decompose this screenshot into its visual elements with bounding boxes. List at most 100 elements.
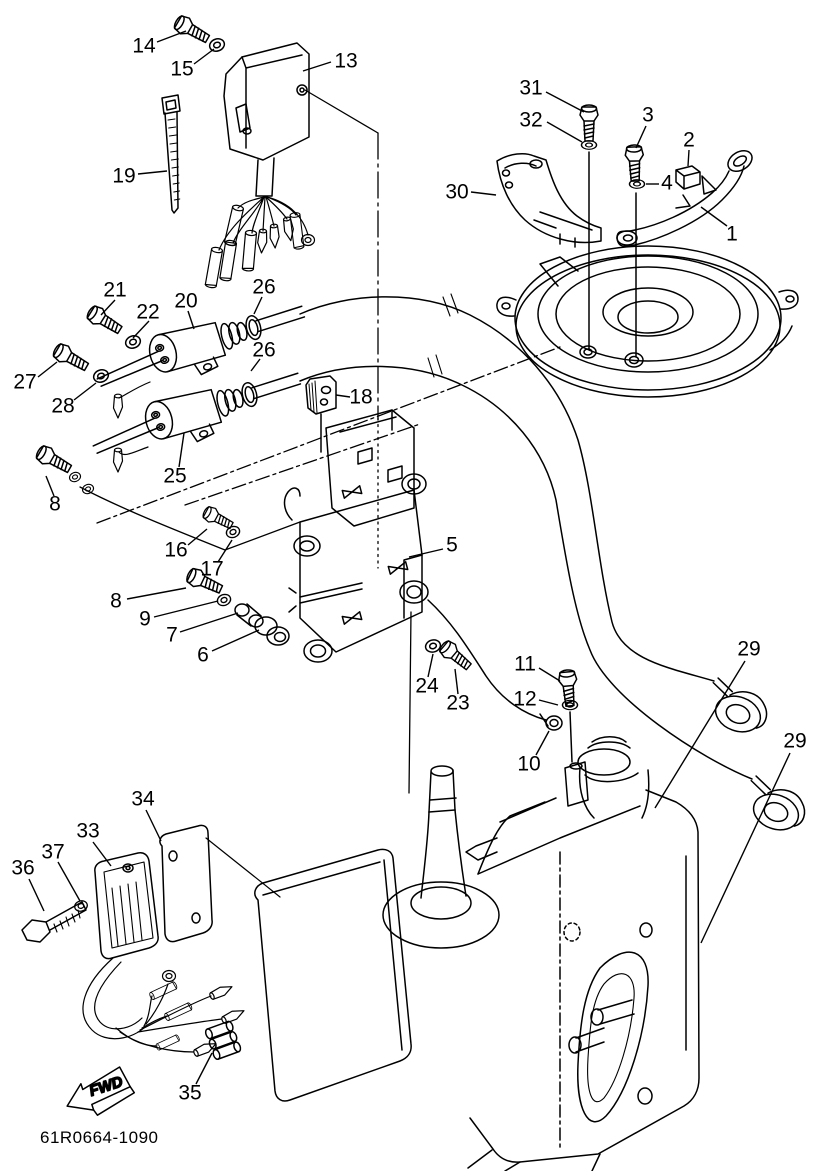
callout-29-34: 29 xyxy=(783,730,806,753)
rectifier-harness xyxy=(82,957,247,1059)
strap-bracket-1 xyxy=(616,149,753,248)
callout-8-23: 8 xyxy=(49,493,61,516)
reference-lines xyxy=(96,89,561,794)
leader-line-17-22 xyxy=(217,539,233,563)
leader-line-21-11 xyxy=(100,299,116,316)
leader-line-16-21 xyxy=(187,528,208,546)
callout-22-12: 22 xyxy=(136,301,159,324)
leader-line-19-3 xyxy=(137,170,168,175)
bracket-30 xyxy=(496,152,602,248)
leader-line-28-17 xyxy=(73,382,97,401)
callout-26-15: 26 xyxy=(252,339,275,362)
callout-24-28: 24 xyxy=(415,675,439,698)
ground-lead-10 xyxy=(427,599,563,731)
leader-line-13-2 xyxy=(302,61,332,72)
bolt-31 xyxy=(579,104,599,142)
callout-25-18: 25 xyxy=(163,465,186,488)
callout-36-38: 36 xyxy=(11,857,34,880)
connector-18 xyxy=(305,375,337,453)
leader-line-37-37 xyxy=(57,861,81,902)
leader-line-22-12 xyxy=(132,320,150,339)
leader-line-27-16 xyxy=(37,361,58,378)
callout-27-16: 27 xyxy=(13,371,36,394)
harness-washers xyxy=(67,470,96,496)
leader-line-3-6 xyxy=(635,125,647,149)
bolt-11 xyxy=(557,668,580,708)
bolt-21 xyxy=(83,302,126,339)
callout-3-6: 3 xyxy=(642,104,654,127)
bolt-36 xyxy=(21,901,87,943)
fwd-label: FWD xyxy=(87,1073,125,1100)
leader-line-11-30 xyxy=(538,667,561,682)
leader-line-1-9 xyxy=(700,206,728,227)
callout-28-17: 28 xyxy=(51,395,74,418)
washer-32 xyxy=(580,139,598,151)
leader-line-6-27 xyxy=(211,629,260,652)
callout-33-36: 33 xyxy=(76,820,99,843)
leader-line-30-10 xyxy=(470,191,497,196)
washer-9 xyxy=(215,591,233,609)
grommet-6 xyxy=(254,616,290,646)
callout-26-14: 26 xyxy=(252,276,275,299)
leader-line-29-33 xyxy=(654,660,746,809)
leader-line-9-25 xyxy=(153,600,219,618)
callout-4-8: 4 xyxy=(661,172,673,195)
coil-lead-pins xyxy=(112,381,151,473)
callout-6-27: 6 xyxy=(197,644,209,667)
collar-7 xyxy=(234,603,264,628)
leader-line-8-24 xyxy=(126,587,187,600)
leader-line-31-4 xyxy=(545,91,585,113)
rectifier-33 xyxy=(94,852,159,960)
leader-line-10-32 xyxy=(535,730,550,756)
callout-5-20: 5 xyxy=(446,534,458,557)
leader-line-23-29 xyxy=(454,668,459,695)
callout-35-39: 35 xyxy=(178,1082,201,1105)
callout-31-4: 31 xyxy=(519,77,542,100)
callout-29-33: 29 xyxy=(737,638,760,661)
leader-line-7-26 xyxy=(179,612,239,633)
ignition-coil-20 xyxy=(89,298,313,401)
leader-line-26-15 xyxy=(250,358,261,372)
electrical-bracket-5 xyxy=(283,409,429,663)
bolt-14 xyxy=(171,12,213,48)
connector-35 xyxy=(204,1020,242,1061)
callout-8-24: 8 xyxy=(110,590,122,613)
callout-14-0: 14 xyxy=(132,35,156,58)
callout-12-31: 12 xyxy=(513,688,536,711)
leader-line-34-35 xyxy=(145,809,162,842)
plug-wire-b xyxy=(299,354,753,780)
leader-line-24-28 xyxy=(427,653,434,678)
leader-line-15-1 xyxy=(193,48,215,65)
callout-20-13: 20 xyxy=(174,290,197,313)
engine-block xyxy=(205,736,700,1171)
leader-12-to-boss xyxy=(569,711,573,763)
stator-base-plate xyxy=(496,245,799,398)
plug-wire-a xyxy=(299,293,715,682)
leader-line-33-36 xyxy=(92,841,112,867)
callout-34-35: 34 xyxy=(131,788,155,811)
leader-line-36-38 xyxy=(28,878,45,912)
bolt-23 xyxy=(436,637,475,675)
bolt-8a xyxy=(33,442,75,478)
leader-line-14-0 xyxy=(156,30,187,43)
callout-13-2: 13 xyxy=(334,50,357,73)
leader-line-35-39 xyxy=(195,1052,213,1085)
leader-line-26-14 xyxy=(253,296,263,315)
leader-line-25-18 xyxy=(178,432,185,468)
magneto-block-2 xyxy=(675,165,717,195)
crankshaft-stub xyxy=(382,765,500,949)
callout-10-32: 10 xyxy=(517,753,540,776)
callout-21-11: 21 xyxy=(103,279,126,302)
callout-23-29: 23 xyxy=(446,692,469,715)
leader-line-18-19 xyxy=(335,394,351,398)
silencer-box xyxy=(254,848,412,1102)
leader-line-20-13 xyxy=(187,310,195,330)
callout-2-7: 2 xyxy=(683,129,695,152)
cable-tie-19 xyxy=(161,94,181,214)
washer-28 xyxy=(91,367,111,385)
spark-plug-cap-29a xyxy=(699,676,775,741)
callout-1-9: 1 xyxy=(726,223,738,246)
cdi-unit-13 xyxy=(223,42,310,197)
callout-11-30: 11 xyxy=(514,653,536,676)
